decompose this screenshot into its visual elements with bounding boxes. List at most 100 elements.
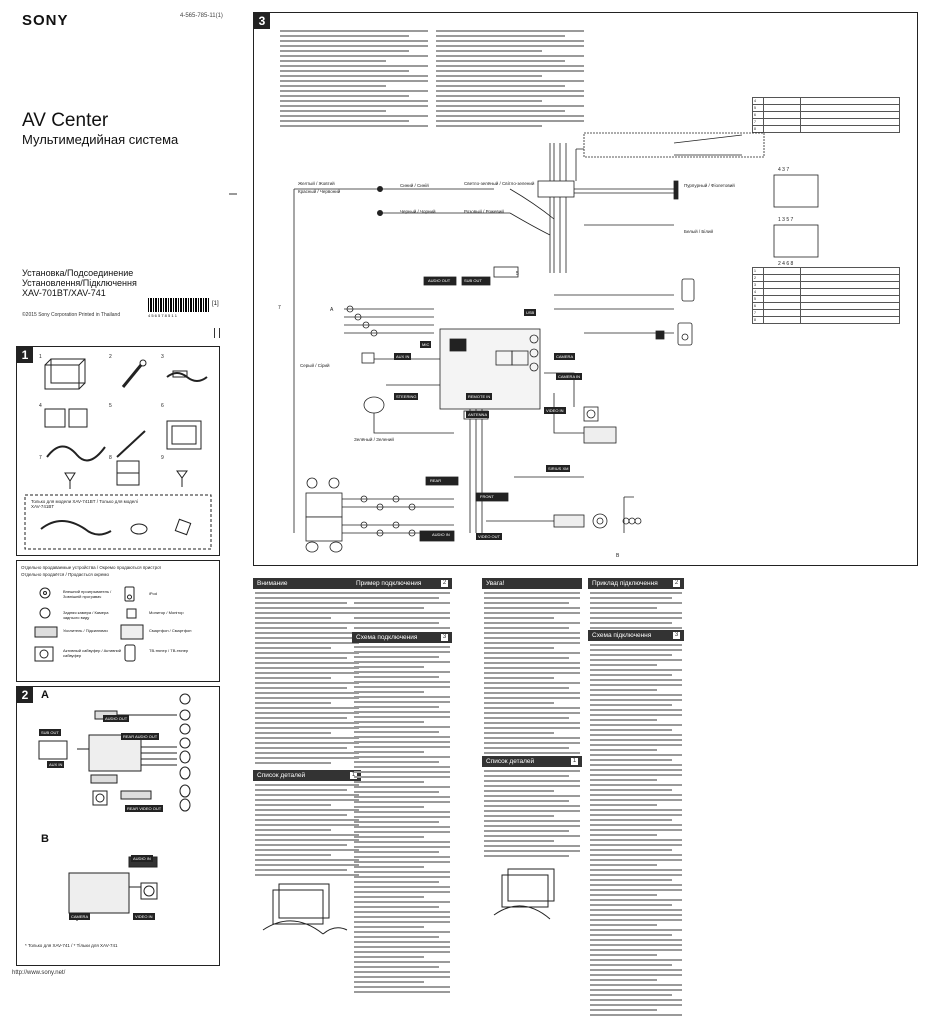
- heading-text: Приклад підключення: [592, 580, 658, 587]
- heading-text: Список деталей: [257, 772, 306, 779]
- wire-label-aux-in: AUX IN: [394, 353, 412, 360]
- section-a-label: A: [41, 689, 49, 701]
- model-name: XAV-701BT/XAV-741: [22, 288, 106, 298]
- wire-label-camera: CAMERA: [554, 353, 576, 360]
- wire-colour-yellow: Желтый / Жовтий: [298, 181, 335, 186]
- label-aux-in: AUX IN: [47, 761, 65, 768]
- svg-text:7: 7: [39, 455, 42, 461]
- column-diagram-ru: Схема подключения 3: [352, 632, 452, 993]
- svg-text:3: 3: [161, 354, 164, 360]
- legend-smartphone: Смартфон / Смартфон: [149, 628, 192, 633]
- column-parts-uk: Список деталей 1: [482, 756, 582, 931]
- heading-number: 1: [350, 772, 357, 779]
- label-audio-in: AUDIO IN: [131, 855, 153, 862]
- copyright-text: ©2015 Sony Corporation Printed in Thaila…: [22, 312, 121, 318]
- legend-icons: [34, 586, 144, 662]
- svg-text:5: 5: [516, 271, 519, 277]
- wire-colour-light-green: Светло-зелёный / Світло-зелений: [464, 181, 535, 186]
- svg-text:B: B: [616, 553, 620, 559]
- heading-text: Схема подключения: [356, 634, 418, 641]
- heading-number: 1: [571, 758, 578, 765]
- part-number: 4-565-785-11(1): [180, 13, 223, 19]
- legend-amplifier: Усилитель / Підсилювач: [63, 628, 108, 633]
- wire-colour-purple: Пурпурный / Фіолетовий: [684, 183, 735, 188]
- example-footnote: * Только для XAV-741 / * Тільки для XAV-…: [25, 943, 118, 948]
- heading-text: Список деталей: [486, 758, 535, 765]
- panel-number-1: 1: [17, 347, 33, 363]
- column-heading: Список деталей 1: [253, 770, 361, 781]
- svg-text:9: 9: [161, 455, 164, 461]
- legend-caption-2: Отдельно продаётся / Продається окремо: [21, 572, 110, 577]
- wire-label-usb: USB: [524, 309, 537, 316]
- wire-label-sub-out: SUB OUT: [462, 277, 484, 284]
- wire-label-mic: MIC: [420, 341, 432, 348]
- column-heading: Список деталей 1: [482, 756, 582, 767]
- wire-label-camera-in: CAMERA IN: [556, 373, 583, 380]
- svg-text:6: 6: [161, 403, 164, 409]
- panel-number-3: 3: [254, 13, 270, 29]
- example-diagram: [38, 693, 191, 921]
- legend-camera: Задняя камера / Камера заднього виду: [63, 610, 109, 620]
- page-subtitle: Мультимедийная система: [22, 132, 179, 147]
- column-warning-ru: Внимание: [253, 578, 361, 764]
- heading-number: 3: [441, 634, 448, 641]
- fold-bar: [214, 328, 220, 338]
- label-video-in: VIDEO IN: [133, 913, 155, 920]
- wire-colour-black: Черный / Чорний: [400, 209, 436, 214]
- svg-text:8: 8: [109, 455, 112, 461]
- wire-label-video-in: VIDEO IN: [544, 407, 566, 414]
- parts-note: Только для модели XAV-741BT / Только для…: [31, 499, 138, 509]
- wire-colour-red: Красный / Червоний: [298, 189, 341, 194]
- section-b-label: B: [41, 833, 49, 845]
- fold-mark: [229, 193, 237, 195]
- wire-label-video-out: VIDEO OUT: [476, 533, 503, 540]
- wiring-panel: 3 4 5 6 7 8 1 2 3 4 5 6 7 8: [253, 12, 918, 566]
- svg-text:4: 4: [39, 403, 42, 409]
- mount-illustration-uk: [493, 868, 555, 920]
- wire-colour-green: Зелёный / Зелений: [354, 437, 394, 442]
- label-camera: CAMERA: [69, 913, 91, 920]
- svg-text:A: A: [330, 307, 334, 313]
- label-rear-video-out: REAR VIDEO OUT: [125, 805, 164, 812]
- wire-label-sirius: SIRIUS XM: [546, 465, 571, 472]
- label-rear-audio-out: REAR AUDIO OUT: [121, 733, 160, 740]
- column-warning-uk: Увага!: [482, 578, 582, 764]
- column-parts-ru: Список деталей 1: [253, 770, 361, 950]
- column-heading: Схема подключения 3: [352, 632, 452, 643]
- mount-illustration: [262, 883, 348, 935]
- wire-colour-white: Белый / Білий: [684, 229, 714, 234]
- svg-text:1 3 5 7: 1 3 5 7: [778, 217, 794, 223]
- legend-subwoofer: Активный сабвуфер / Активний сабвуфер: [63, 648, 121, 658]
- barcode-number: 4 5 6 5 7 8 5 1 1: [148, 313, 177, 318]
- wire-label-steering: STEERING: [394, 393, 419, 400]
- example-panel: 2 A B AUDIO OUT REAR AUDIO OUT SUB OUT R…: [16, 686, 220, 966]
- wiring-notes-left: [278, 27, 430, 127]
- wiring-diagram: 4 3 7 1 3 5 7 2 4 6 8 5 7 A B: [278, 132, 819, 559]
- column-heading: Увага!: [482, 578, 582, 589]
- sony-url: http://www.sony.net/: [12, 970, 66, 976]
- svg-text:7: 7: [278, 305, 281, 311]
- heading-number: 2: [441, 580, 448, 587]
- legend-ipod: iPod: [149, 591, 158, 596]
- label-audio-out: AUDIO OUT: [103, 715, 130, 722]
- label-sub-out: SUB OUT: [39, 729, 61, 736]
- svg-text:4 3 7: 4 3 7: [778, 167, 789, 173]
- wire-label-front: FRONT: [478, 493, 496, 500]
- column-heading: Внимание: [253, 578, 361, 589]
- panel-number-2: 2: [17, 687, 33, 703]
- install-line-2: Установлення/Підключення: [22, 278, 137, 288]
- wire-label-audio-in: AUDIO IN: [430, 531, 452, 538]
- svg-text:5: 5: [109, 403, 112, 409]
- wire-colour-pink: Розовый / Рожевий: [464, 209, 504, 214]
- page-title: AV Center: [22, 110, 109, 131]
- svg-text:2: 2: [109, 354, 112, 360]
- legend-tuner: ТВ-тюнер / ТВ-тюнер: [149, 648, 189, 653]
- wire-label-remote-in: REMOTE IN: [466, 393, 493, 400]
- heading-text: Увага!: [486, 580, 505, 587]
- wire-label-antenna: ANTENNA: [466, 411, 490, 418]
